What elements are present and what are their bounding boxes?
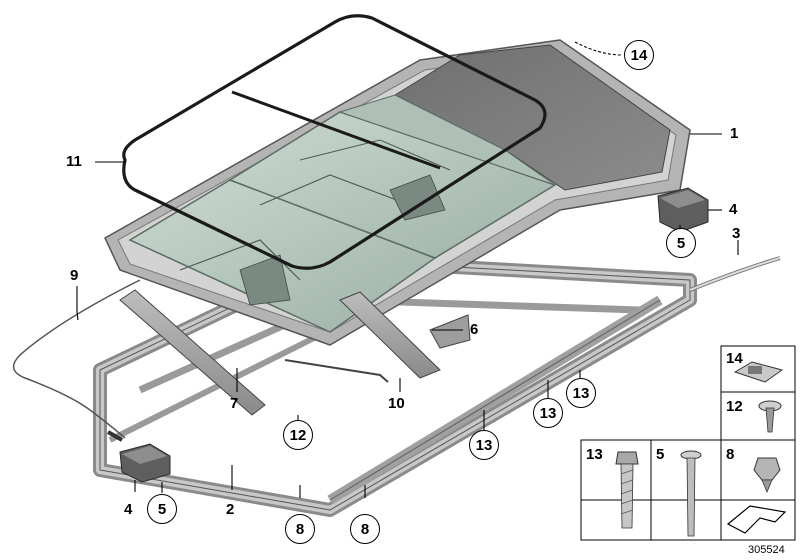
- drive-motor-upper: [657, 187, 709, 233]
- callout-11: 11: [66, 153, 82, 170]
- callout-2: 2: [226, 501, 235, 518]
- callout-7: 7: [230, 395, 239, 412]
- nut-icon: [753, 457, 781, 494]
- callout-10: 10: [388, 395, 405, 412]
- diagram-id: 305524: [748, 544, 785, 556]
- drive-motor-lower: [119, 443, 171, 483]
- table-label-13: 13: [586, 446, 603, 463]
- hex-bolt-icon: [615, 451, 639, 529]
- table-label-12: 12: [726, 398, 743, 415]
- drive-cable-part: [12, 279, 141, 439]
- table-label-14: 14: [726, 350, 743, 367]
- callout-4-lower: 4: [124, 501, 133, 518]
- callout-12: 12: [283, 420, 313, 450]
- callout-9: 9: [70, 267, 79, 284]
- long-screw-icon: [680, 450, 702, 537]
- callout-6: 6: [470, 321, 479, 338]
- callout-5-upper: 5: [666, 228, 696, 258]
- table-label-5: 5: [656, 446, 665, 463]
- callout-8-right: 8: [350, 514, 380, 544]
- callout-4-upper: 4: [729, 201, 738, 218]
- cross-member-parts: [119, 289, 471, 416]
- seal-part: [122, 14, 547, 270]
- bracket-clip-icon: [733, 361, 784, 383]
- callout-14: 14: [624, 40, 654, 70]
- washer-screw-icon: [758, 400, 782, 433]
- callout-8-left: 8: [285, 514, 315, 544]
- orientation-arrow-icon: [726, 505, 787, 534]
- callout-13-center: 13: [469, 430, 499, 460]
- callout-13-left: 13: [533, 398, 563, 428]
- callout-1: 1: [730, 125, 739, 142]
- callout-5-lower: 5: [147, 494, 177, 524]
- table-label-8: 8: [726, 446, 735, 463]
- callout-3: 3: [732, 225, 741, 242]
- callout-13-right: 13: [566, 378, 596, 408]
